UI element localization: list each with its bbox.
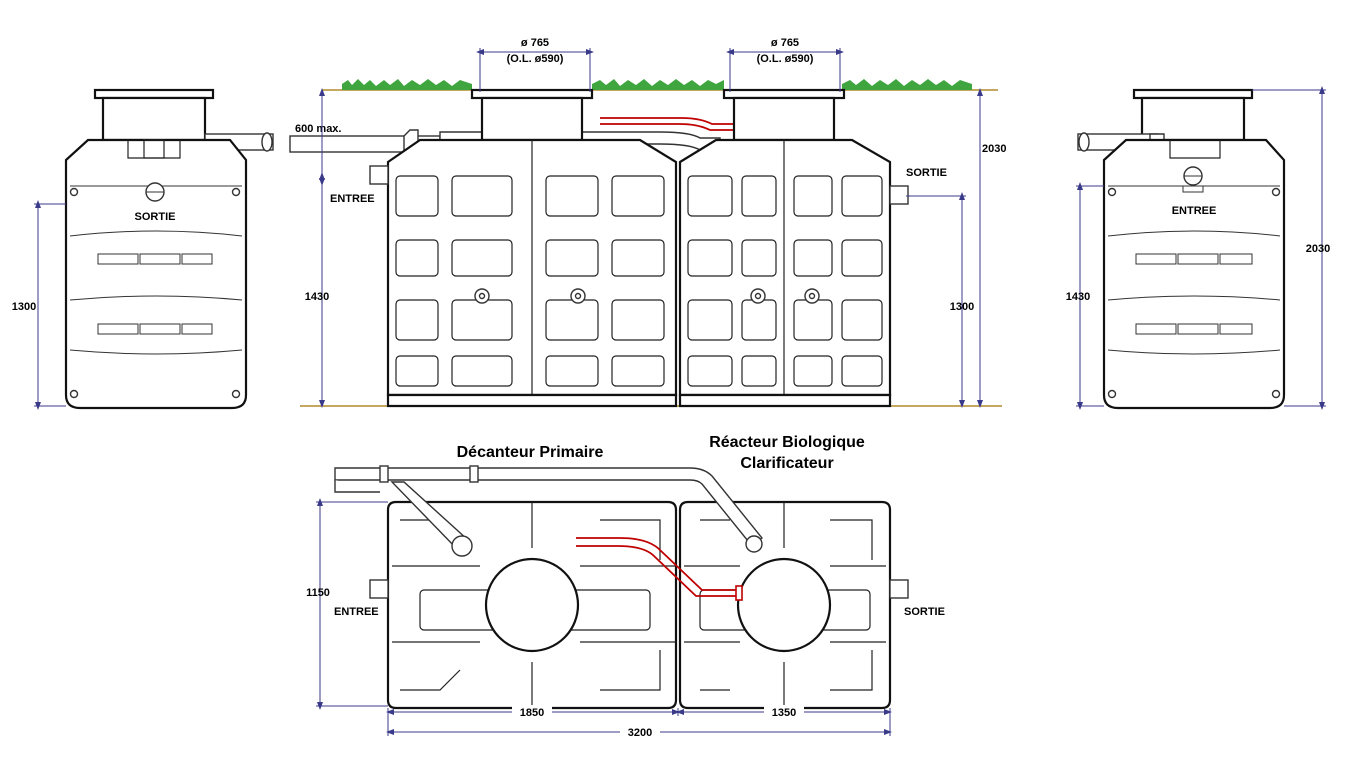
grass-strip-1 <box>342 79 472 90</box>
right-manhole-flange <box>1132 88 1254 100</box>
side-outlet-stub <box>889 185 909 205</box>
plan-inlet-label: ENTREE <box>334 606 379 618</box>
right-total-height-dim: 2030 <box>1306 243 1330 255</box>
pipe-depth-label: 600 max. <box>295 123 341 135</box>
side-manhole-flange-2 <box>722 88 846 100</box>
side-manhole-flange-1 <box>470 88 594 100</box>
primary-settler-title: Décanteur Primaire <box>457 444 604 461</box>
plan-view: Décanteur Primaire Réacteur Biologique C… <box>306 434 945 739</box>
side-manhole-riser-2 <box>732 96 836 142</box>
plan-primary-length-dim: 1850 <box>520 707 544 719</box>
plan-bio-length-dim: 1350 <box>772 707 796 719</box>
right-inlet-height-dim: 1430 <box>1066 291 1090 303</box>
side-tank-bio <box>678 138 892 397</box>
left-tank-body <box>64 138 248 410</box>
left-outlet-label: SORTIE <box>135 211 176 223</box>
right-manhole-riser <box>1140 96 1246 142</box>
right-tank-body <box>1102 138 1286 410</box>
plan-manhole-2 <box>736 557 832 653</box>
clarifier-title: Clarificateur <box>740 455 833 472</box>
grass-strip-3 <box>842 79 972 90</box>
plan-transfer-pipe-red <box>576 537 740 591</box>
right-inlet-label: ENTREE <box>1172 205 1217 217</box>
manhole-1-opening: (O.L. ø590) <box>507 53 564 65</box>
manhole-2-opening: (O.L. ø590) <box>757 53 814 65</box>
side-inlet-stub <box>369 165 389 185</box>
side-outlet-height-dim: 1300 <box>950 301 974 313</box>
manhole-1-diameter: ø 765 <box>521 37 549 49</box>
grass-strip-2 <box>592 79 724 90</box>
manhole-2-diameter: ø 765 <box>771 37 799 49</box>
left-manhole-riser <box>101 96 207 142</box>
plan-manhole-1 <box>484 557 580 653</box>
left-outlet-height-dim: 1300 <box>12 301 36 313</box>
plan-inlet-stub <box>369 579 389 599</box>
side-inlet-height-dim: 1430 <box>305 291 329 303</box>
side-outlet-label: SORTIE <box>906 167 947 179</box>
side-manhole-riser-1 <box>480 96 584 142</box>
bioreactor-title: Réacteur Biologique <box>709 434 865 451</box>
left-manhole-flange <box>93 88 215 100</box>
side-inlet-label: ENTREE <box>330 193 375 205</box>
right-end-view: ENTREE 1430 2030 <box>1066 86 1330 410</box>
plan-outlet-label: SORTIE <box>904 606 945 618</box>
side-vent-pipe-red <box>600 117 740 125</box>
left-end-view: SORTIE 1300 <box>12 88 274 410</box>
plan-total-length-dim: 3200 <box>628 727 652 739</box>
side-total-height-dim: 2030 <box>982 143 1006 155</box>
side-section-view: ENTREE SORTIE 600 max. ø 765 (O.L. ø590)… <box>289 37 1006 408</box>
plan-width-dim: 1150 <box>306 587 330 599</box>
plan-outlet-stub <box>889 579 909 599</box>
